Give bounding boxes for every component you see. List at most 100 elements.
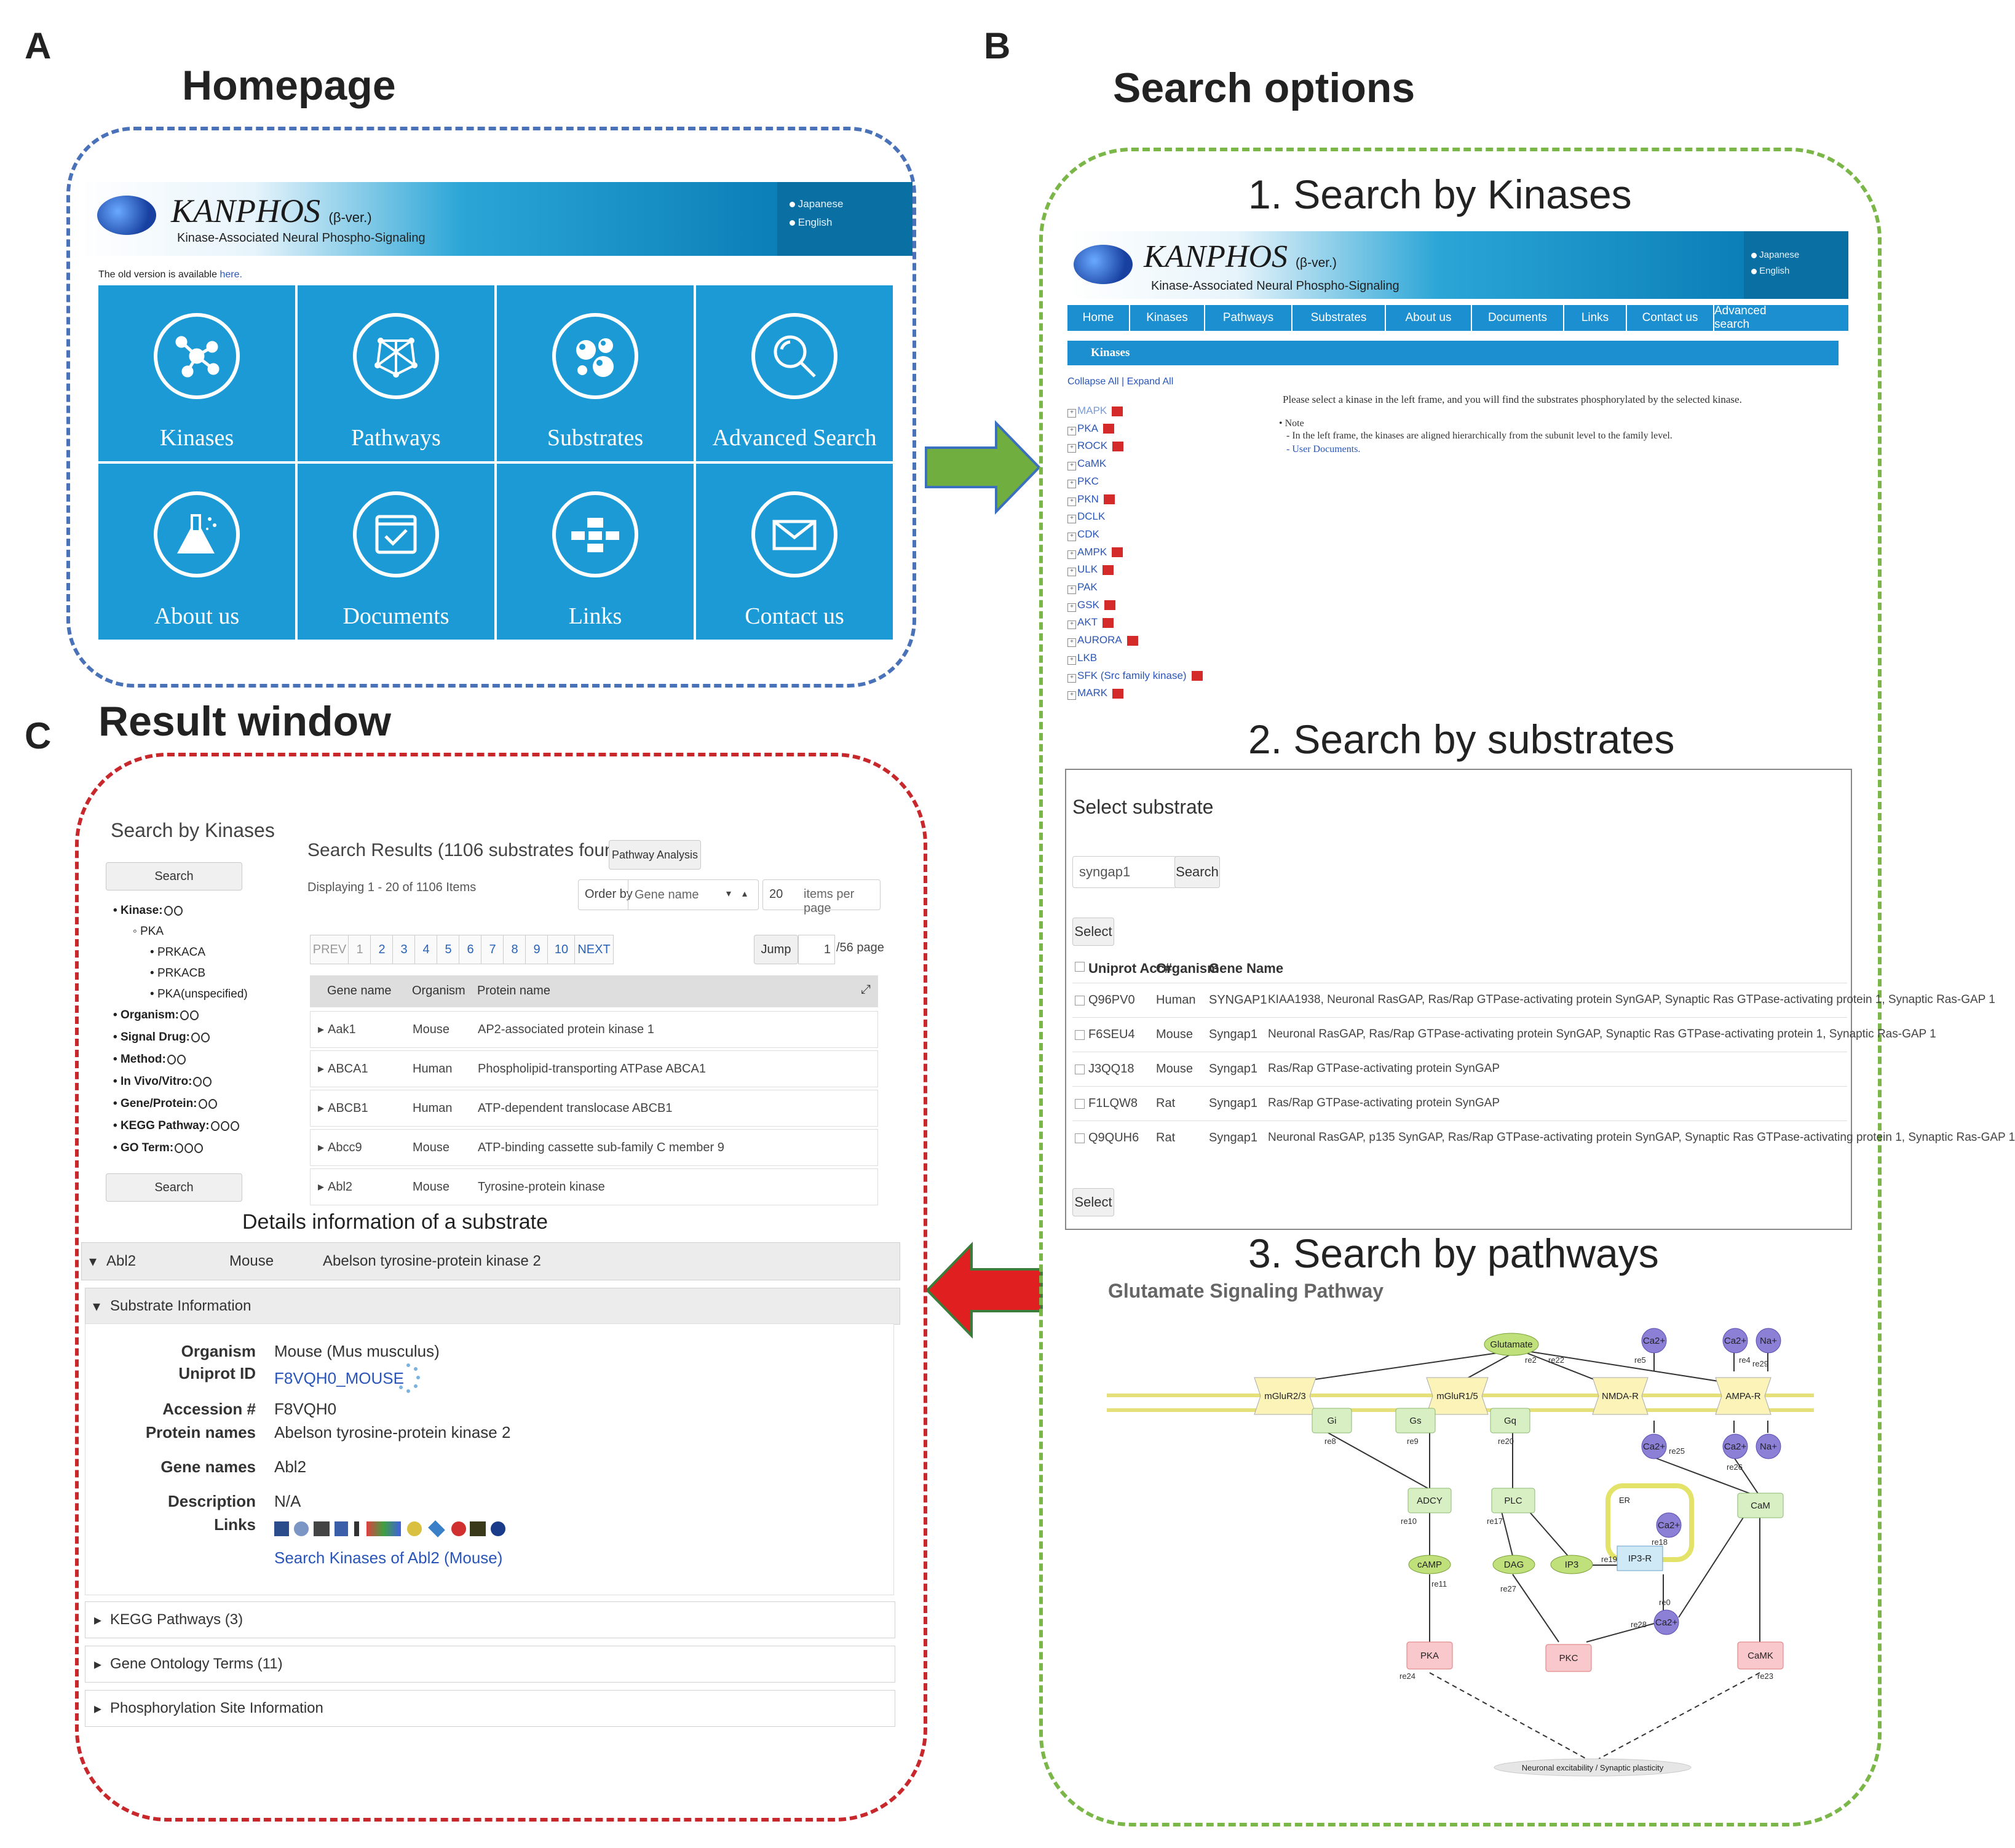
kinase-name[interactable]: CaMK [1077, 458, 1107, 470]
kinase-name[interactable]: PKC [1077, 475, 1099, 487]
facet-label[interactable]: Gene/Protein: [120, 1097, 197, 1110]
database-link-icon[interactable] [274, 1521, 289, 1536]
kinase-tree-item[interactable]: +ULK [1067, 563, 1114, 577]
kinase-name[interactable]: CDK [1077, 528, 1099, 540]
database-link-icon[interactable] [294, 1521, 309, 1536]
expand-all-link[interactable]: Expand All [1126, 376, 1174, 387]
kinase-name[interactable]: LKB [1077, 651, 1098, 664]
facet-tree-item[interactable]: • In Vivo/Vitro: [113, 1075, 212, 1089]
substrate-info-header[interactable]: ▾ Substrate Information [85, 1288, 900, 1325]
facet-toggle-icons[interactable] [179, 1009, 199, 1022]
order-by-control[interactable]: Order by Gene name ▾ ▴ [578, 879, 759, 910]
facet-label[interactable]: PKA(unspecified) [157, 988, 248, 1001]
facet-tree-item[interactable]: • PRKACA [150, 946, 206, 959]
facet-label[interactable]: Organism: [120, 1009, 179, 1021]
expand-plus-icon[interactable]: + [1067, 568, 1076, 577]
expand-plus-icon[interactable]: + [1067, 621, 1076, 630]
nav-contact-us[interactable]: Contact us [1627, 305, 1714, 331]
order-by-select[interactable]: Gene name [628, 880, 727, 910]
expand-plus-icon[interactable]: + [1067, 462, 1076, 471]
expand-plus-icon[interactable]: + [1067, 656, 1076, 665]
page-number-button[interactable]: 6 [459, 935, 482, 964]
lang-japanese[interactable]: Japanese [790, 198, 843, 210]
kinase-tree-item[interactable]: +ROCK [1067, 440, 1124, 453]
facet-toggle-icons[interactable] [166, 1053, 186, 1066]
page-number-button[interactable]: 9 [525, 935, 548, 964]
lang-english[interactable]: English [790, 216, 833, 229]
nav-about-us[interactable]: About us [1386, 305, 1472, 331]
search-kinases-of-link[interactable]: Search Kinases of Abl2 (Mouse) [274, 1549, 503, 1567]
tile-advanced-search[interactable]: Advanced Search [696, 285, 893, 461]
facet-label[interactable]: Signal Drug: [120, 1031, 190, 1044]
nav-kinases[interactable]: Kinases [1130, 305, 1205, 331]
database-link-icon[interactable] [314, 1521, 330, 1536]
kinase-tree-item[interactable]: +AKT [1067, 616, 1114, 630]
tile-about-us[interactable]: About us [98, 464, 295, 640]
page-number-button[interactable]: 10 [547, 935, 576, 964]
expand-plus-icon[interactable]: + [1067, 550, 1076, 559]
kinase-tree-item[interactable]: +PKC [1067, 475, 1099, 488]
page-number-button[interactable]: 5 [437, 935, 460, 964]
prev-page-button[interactable]: PREV [310, 935, 349, 964]
kinase-tree-item[interactable]: +LKB [1067, 652, 1097, 665]
expand-plus-icon[interactable]: + [1067, 603, 1076, 612]
nav-pathways[interactable]: Pathways [1205, 305, 1293, 331]
facet-label[interactable]: Kinase: [120, 904, 163, 917]
kinase-name[interactable]: DCLK [1077, 510, 1106, 523]
facet-label[interactable]: Method: [120, 1053, 166, 1066]
facet-label[interactable]: PKA [140, 925, 164, 938]
kinase-name[interactable]: ULK [1077, 563, 1098, 576]
next-page-button[interactable]: NEXT [574, 935, 614, 964]
facet-tree-item[interactable]: • Organism: [113, 1009, 199, 1022]
page-number-button[interactable]: 2 [370, 935, 394, 964]
select-button-top[interactable]: Select [1072, 918, 1114, 946]
kinase-tree-item[interactable]: +GSK [1067, 599, 1115, 612]
row-checkbox[interactable] [1075, 996, 1085, 1005]
database-link-icon[interactable] [407, 1521, 422, 1536]
expand-plus-icon[interactable]: + [1067, 444, 1076, 453]
kinase-name[interactable]: AMPK [1077, 545, 1107, 558]
user-documents-link[interactable]: - User Documents. [1286, 444, 1361, 454]
facet-tree-item[interactable]: • GO Term: [113, 1141, 204, 1155]
collapse-all-link[interactable]: Collapse All [1067, 376, 1119, 387]
facet-tree-item[interactable]: • Kinase: [113, 904, 183, 918]
lang-japanese[interactable]: Japanese [1751, 250, 1799, 260]
col-gene-name[interactable]: Gene name [327, 984, 392, 997]
kinase-tree-item[interactable]: +AMPK [1067, 546, 1123, 559]
facet-label[interactable]: KEGG Pathway: [120, 1119, 210, 1132]
facet-toggle-icons[interactable] [173, 1141, 204, 1155]
kinase-tree-item[interactable]: +PKA [1067, 422, 1115, 435]
expand-plus-icon[interactable]: + [1067, 515, 1076, 524]
facet-tree-item[interactable]: • PRKACB [150, 967, 206, 980]
kinase-name[interactable]: PAK [1077, 581, 1098, 593]
sidebar-search-button-bottom[interactable]: Search [106, 1173, 242, 1202]
per-page-value[interactable]: 20 [769, 887, 783, 901]
facet-label[interactable]: GO Term: [120, 1141, 174, 1154]
database-link-icon[interactable] [428, 1520, 445, 1537]
facet-label[interactable]: PRKACB [157, 967, 206, 980]
facet-label[interactable]: In Vivo/Vitro: [120, 1075, 192, 1088]
kinase-tree-item[interactable]: +CDK [1067, 528, 1099, 541]
tile-substrates[interactable]: Substrates [497, 285, 694, 461]
expand-plus-icon[interactable]: + [1067, 638, 1076, 648]
facet-toggle-icons[interactable] [163, 904, 183, 918]
substrate-search-input[interactable]: syngap1 [1072, 856, 1177, 888]
tile-contact-us[interactable]: Contact us [696, 464, 893, 640]
database-link-icon[interactable] [366, 1521, 401, 1536]
database-link-icon[interactable] [470, 1521, 486, 1536]
row-checkbox[interactable] [1075, 1133, 1085, 1143]
row-checkbox[interactable] [1075, 1065, 1085, 1074]
page-number-button[interactable]: 7 [481, 935, 504, 964]
gene-ontology-section[interactable]: ▸ Gene Ontology Terms (11) [85, 1646, 895, 1683]
facet-tree-item[interactable]: ◦ PKA [133, 925, 164, 938]
tile-links[interactable]: Links [497, 464, 694, 640]
page-number-button[interactable]: 4 [414, 935, 438, 964]
col-protein-name[interactable]: Protein name [477, 984, 550, 997]
expand-icon[interactable]: ⤢ [861, 983, 871, 996]
row-checkbox[interactable] [1075, 1030, 1085, 1040]
select-all-checkbox[interactable] [1075, 962, 1085, 972]
kinase-name[interactable]: ROCK [1077, 440, 1108, 452]
